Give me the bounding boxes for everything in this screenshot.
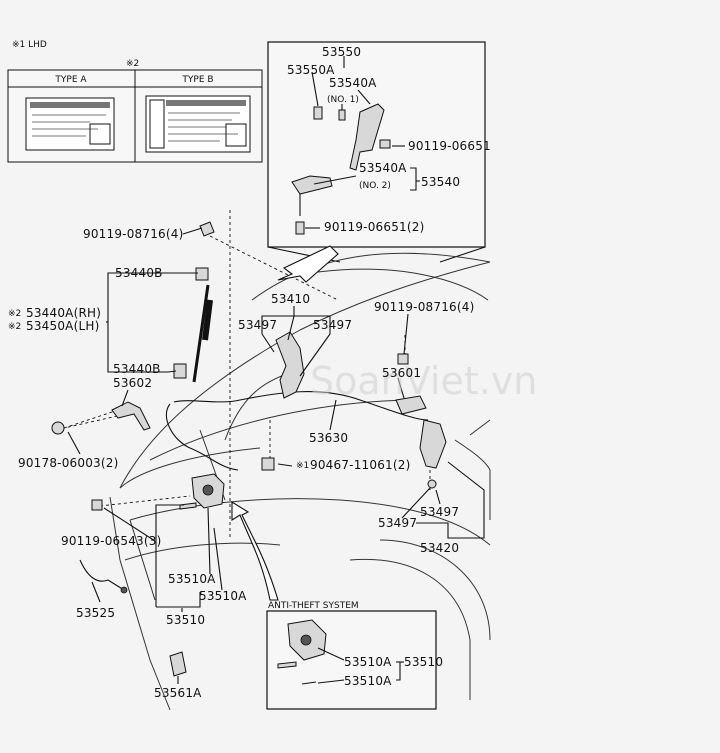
label-90178-06003-2: 90178-06003(2) [18,456,118,470]
label-53420: 53420 [420,541,459,555]
hood-stay-53601 [395,353,427,415]
label-90119-06543-3: 90119-06543(3) [61,534,161,548]
part-number-labels: 53550 53550A 53540A (NO. 1) 90119-06651 … [8,45,491,700]
label-53510-box: 53510 [404,655,443,669]
label-53497-c: 53497 [378,516,417,530]
label-53540: 53540 [421,175,460,189]
label-53525: 53525 [76,606,115,620]
bolt-90119-06651-2 [295,221,305,235]
type-mark: ※2 [126,59,139,69]
clip-90178 [51,421,65,435]
bolt-90119-06543 [91,499,103,511]
label-90119-06651: 90119-06651 [408,139,491,153]
label-53497-a: 53497 [238,318,277,332]
label-90119-06651-2: 90119-06651(2) [324,220,424,234]
label-53601: 53601 [382,366,421,380]
label-53510a-d: 53510A [344,674,392,688]
lhd-note: ※1 LHD [12,40,47,50]
label-53510: 53510 [166,613,205,627]
label-53540a-no1: 53540A [329,76,377,90]
vehicle-front-outline [109,252,491,711]
hood-latch-53410 [275,331,305,399]
label-53497-b: 53497 [313,318,352,332]
label-53497-d: 53497 [420,505,459,519]
mark-53440a: ※2 [8,309,21,319]
label-53510a-c: 53510A [344,655,392,669]
label-53550a: 53550A [287,63,335,77]
label-anti-theft-system: ANTI-THEFT SYSTEM [268,601,359,611]
hood-lock-53510 [179,473,225,510]
release-lever-53602 [111,401,151,431]
bolt-90119-06651 [379,139,391,149]
label-90119-08716-4-right: 90119-08716(4) [374,300,474,314]
hood-lock-wire-53525 [79,559,128,594]
mark-90467: ※1 [296,461,309,471]
label-53440b-bottom: 53440B [113,362,161,376]
leader-lines [67,56,485,684]
bolt-90119-08716-left [199,221,215,237]
bolt-53550a [313,106,323,120]
mark-53450a: ※2 [8,322,21,332]
type-a-header: TYPE A [54,75,87,85]
label-53440a-rh: 53440A(RH) [26,306,101,320]
cushion-53561a [169,651,187,677]
type-b-label [145,95,251,153]
anti-theft-detail-box [266,610,437,710]
label-53630: 53630 [309,431,348,445]
label-53540a-no2: 53540A [359,161,407,175]
type-a-label [25,97,115,151]
label-90467-11061-2: 90467-11061(2) [310,458,410,472]
hood-hinge-detail-box [267,41,486,263]
label-no1: (NO. 1) [327,95,359,105]
caution-label-table: TYPE A TYPE B [7,69,263,163]
clip-90467 [261,457,275,471]
label-90119-08716-4-left: 90119-08716(4) [83,227,183,241]
label-53561a: 53561A [154,686,202,700]
type-b-header: TYPE B [181,75,213,85]
label-53450a-lh: 53450A(LH) [26,319,99,333]
hood-support-strut [173,267,213,383]
direction-arrows [231,245,339,601]
label-53510a-b: 53510A [199,589,247,603]
lock-bracket-53420 [419,419,447,489]
hood-hinge-bracket [291,103,385,216]
bolt-53540a-no1 [338,109,346,121]
hood-lock-control-cable [165,391,429,471]
label-53602: 53602 [113,376,152,390]
label-53510a-a: 53510A [168,572,216,586]
label-53550: 53550 [322,45,361,59]
label-53440b-top: 53440B [115,266,163,280]
label-53410: 53410 [271,292,310,306]
watermark: SoanViet.vn [310,359,537,403]
label-no2: (NO. 2) [359,181,391,191]
